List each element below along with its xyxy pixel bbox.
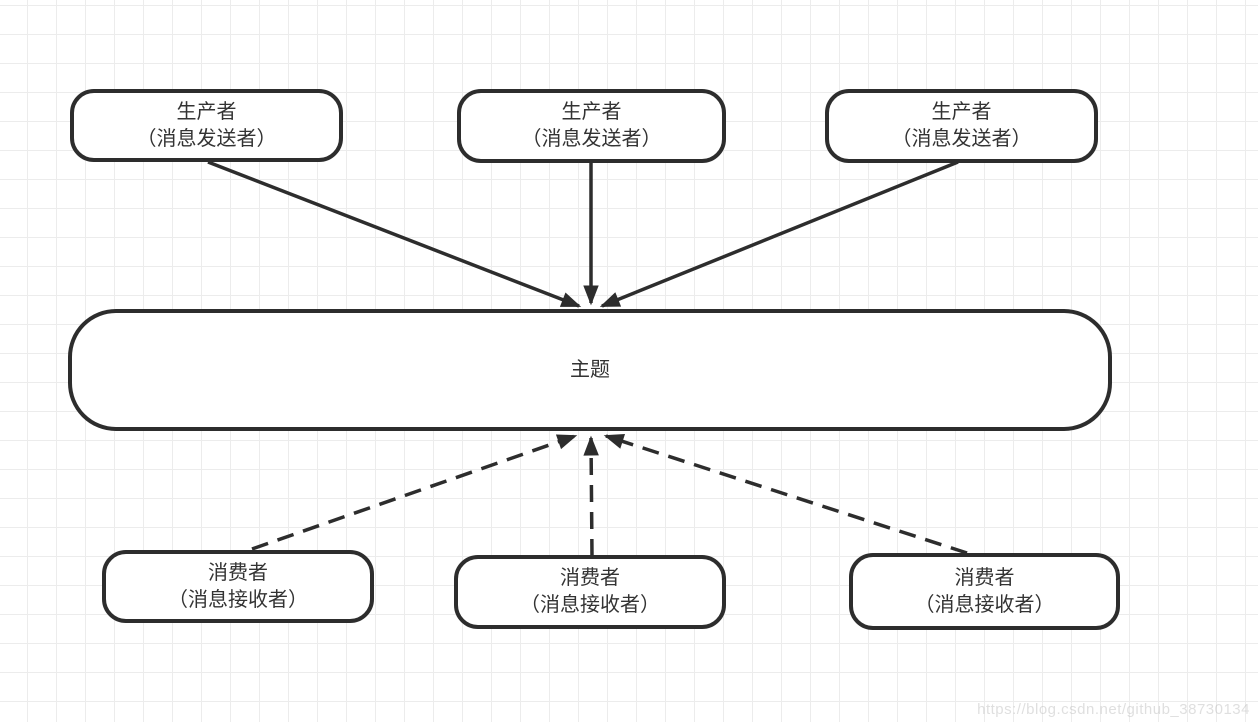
consumer-1-title: 消费者 xyxy=(208,561,268,584)
producer-node-3[interactable]: 生产者 （消息发送者） xyxy=(825,89,1098,163)
edge-consumer2-topic xyxy=(583,435,599,557)
consumer-node-3[interactable]: 消费者 （消息接收者） xyxy=(849,553,1120,630)
producer-node-2[interactable]: 生产者 （消息发送者） xyxy=(457,89,726,163)
watermark: https://blog.csdn.net/github_38730134 xyxy=(977,701,1250,718)
consumer-2-title: 消费者 xyxy=(560,567,620,589)
producer-node-1[interactable]: 生产者 （消息发送者） xyxy=(70,89,343,162)
topic-node[interactable]: 主题 xyxy=(68,309,1112,431)
edge-producer3-topic xyxy=(599,160,959,308)
producer-1-subtitle: （消息发送者） xyxy=(136,127,277,150)
edge-producer1-topic xyxy=(207,160,582,308)
edge-consumer3-topic xyxy=(603,434,968,555)
producer-2-title: 生产者 xyxy=(561,101,622,123)
producer-3-subtitle: （消息发送者） xyxy=(891,128,1032,150)
consumer-3-title: 消费者 xyxy=(954,566,1015,589)
producer-2-subtitle: （消息发送者） xyxy=(521,128,662,150)
producer-1-title: 生产者 xyxy=(176,100,237,123)
topic-label: 主题 xyxy=(570,358,610,381)
producer-3-title: 生产者 xyxy=(931,101,992,123)
consumer-1-subtitle: （消息接收者） xyxy=(168,588,308,611)
edge-consumer1-topic xyxy=(251,434,578,551)
consumer-node-1[interactable]: 消费者 （消息接收者） xyxy=(102,550,374,623)
consumer-node-2[interactable]: 消费者 （消息接收者） xyxy=(454,555,726,629)
consumer-2-subtitle: （消息接收者） xyxy=(520,594,660,616)
consumer-3-subtitle: （消息接收者） xyxy=(914,593,1055,616)
